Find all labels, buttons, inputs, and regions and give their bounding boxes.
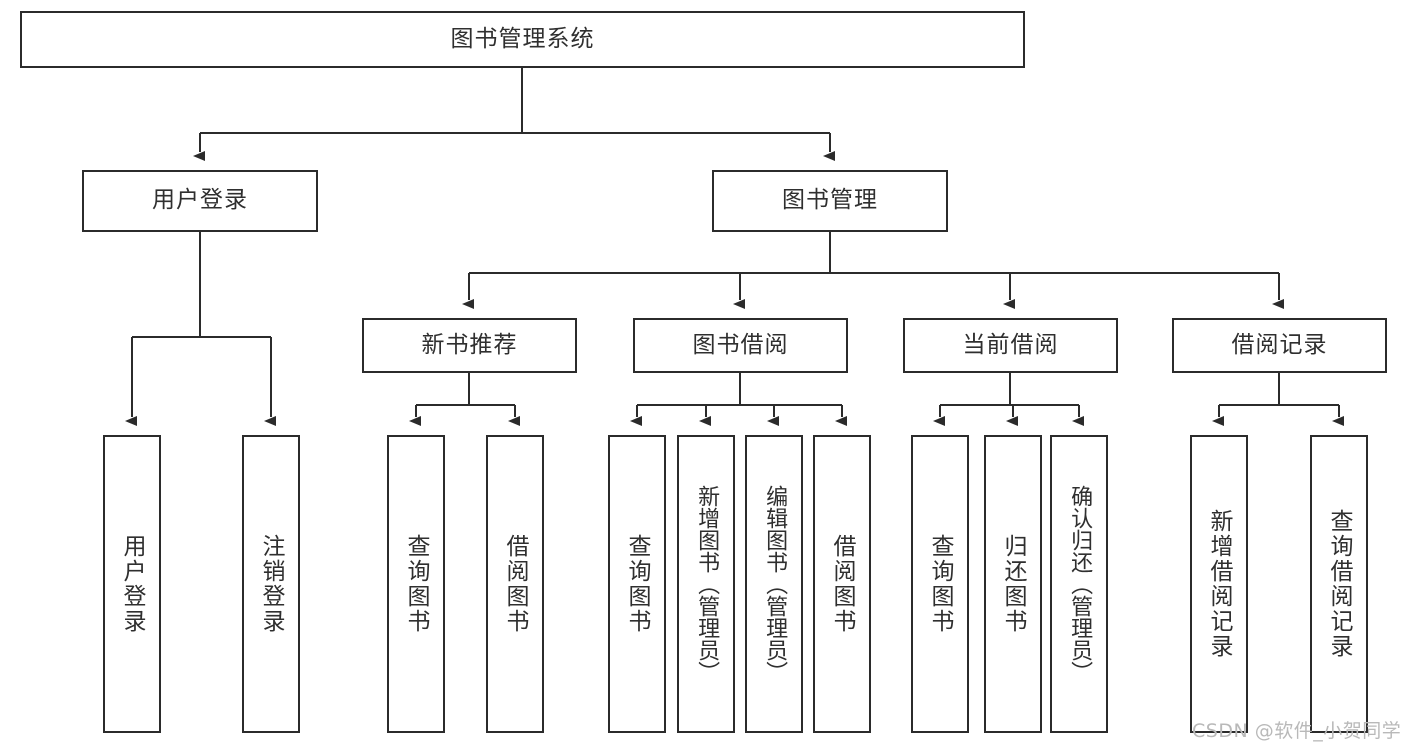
node-leaf-borrow-book-1-label: 借阅图书 — [502, 534, 529, 634]
node-user-login-label: 用户登录 — [152, 187, 248, 214]
node-leaf-query-book-3[interactable]: 查询图书 — [911, 435, 969, 733]
node-leaf-query-borrow-record[interactable]: 查询借阅记录 — [1310, 435, 1368, 733]
node-leaf-edit-book-admin[interactable]: 编辑图书（管理员） — [745, 435, 803, 733]
node-current-borrow-label: 当前借阅 — [962, 331, 1059, 358]
node-leaf-edit-book-admin-label: 编辑图书（管理员） — [762, 485, 788, 683]
node-book-borrow-label: 图书借阅 — [692, 331, 789, 358]
node-leaf-add-book-admin[interactable]: 新增图书（管理员） — [677, 435, 735, 733]
csdn-watermark-text: CSDN @软件_小贺同学 — [1192, 720, 1402, 742]
node-user-login[interactable]: 用户登录 — [82, 170, 318, 232]
node-current-borrow[interactable]: 当前借阅 — [903, 318, 1118, 373]
node-leaf-user-login[interactable]: 用户登录 — [103, 435, 161, 733]
node-leaf-borrow-book-1[interactable]: 借阅图书 — [486, 435, 544, 733]
node-leaf-add-book-admin-label: 新增图书（管理员） — [694, 485, 720, 683]
node-leaf-query-book-2-label: 查询图书 — [624, 534, 651, 634]
node-leaf-borrow-book-2[interactable]: 借阅图书 — [813, 435, 871, 733]
node-book-borrow[interactable]: 图书借阅 — [633, 318, 848, 373]
node-leaf-confirm-return-admin-label: 确认归还（管理员） — [1067, 485, 1093, 683]
node-leaf-return-book-label: 归还图书 — [1000, 534, 1027, 634]
node-leaf-logout-login[interactable]: 注销登录 — [242, 435, 300, 733]
node-new-book-recommend-label: 新书推荐 — [421, 331, 518, 358]
node-root-label: 图书管理系统 — [450, 25, 595, 52]
node-leaf-logout-login-label: 注销登录 — [258, 534, 285, 634]
node-leaf-query-book-2[interactable]: 查询图书 — [608, 435, 666, 733]
node-new-book-recommend[interactable]: 新书推荐 — [362, 318, 577, 373]
node-leaf-borrow-book-2-label: 借阅图书 — [829, 534, 856, 634]
node-leaf-query-book-1-label: 查询图书 — [403, 534, 430, 634]
node-leaf-return-book[interactable]: 归还图书 — [984, 435, 1042, 733]
node-borrow-record-label: 借阅记录 — [1231, 331, 1328, 358]
node-leaf-add-borrow-record[interactable]: 新增借阅记录 — [1190, 435, 1248, 733]
node-borrow-record[interactable]: 借阅记录 — [1172, 318, 1387, 373]
node-leaf-query-book-3-label: 查询图书 — [927, 534, 954, 634]
node-book-manage-label: 图书管理 — [782, 187, 878, 214]
node-book-manage[interactable]: 图书管理 — [712, 170, 948, 232]
csdn-watermark: CSDN @软件_小贺同学 — [1192, 716, 1401, 743]
node-leaf-confirm-return-admin[interactable]: 确认归还（管理员） — [1050, 435, 1108, 733]
node-leaf-query-borrow-record-label: 查询借阅记录 — [1326, 509, 1353, 659]
node-leaf-query-book-1[interactable]: 查询图书 — [387, 435, 445, 733]
node-leaf-user-login-label: 用户登录 — [119, 534, 146, 634]
node-root[interactable]: 图书管理系统 — [20, 11, 1025, 68]
node-leaf-add-borrow-record-label: 新增借阅记录 — [1206, 509, 1233, 659]
